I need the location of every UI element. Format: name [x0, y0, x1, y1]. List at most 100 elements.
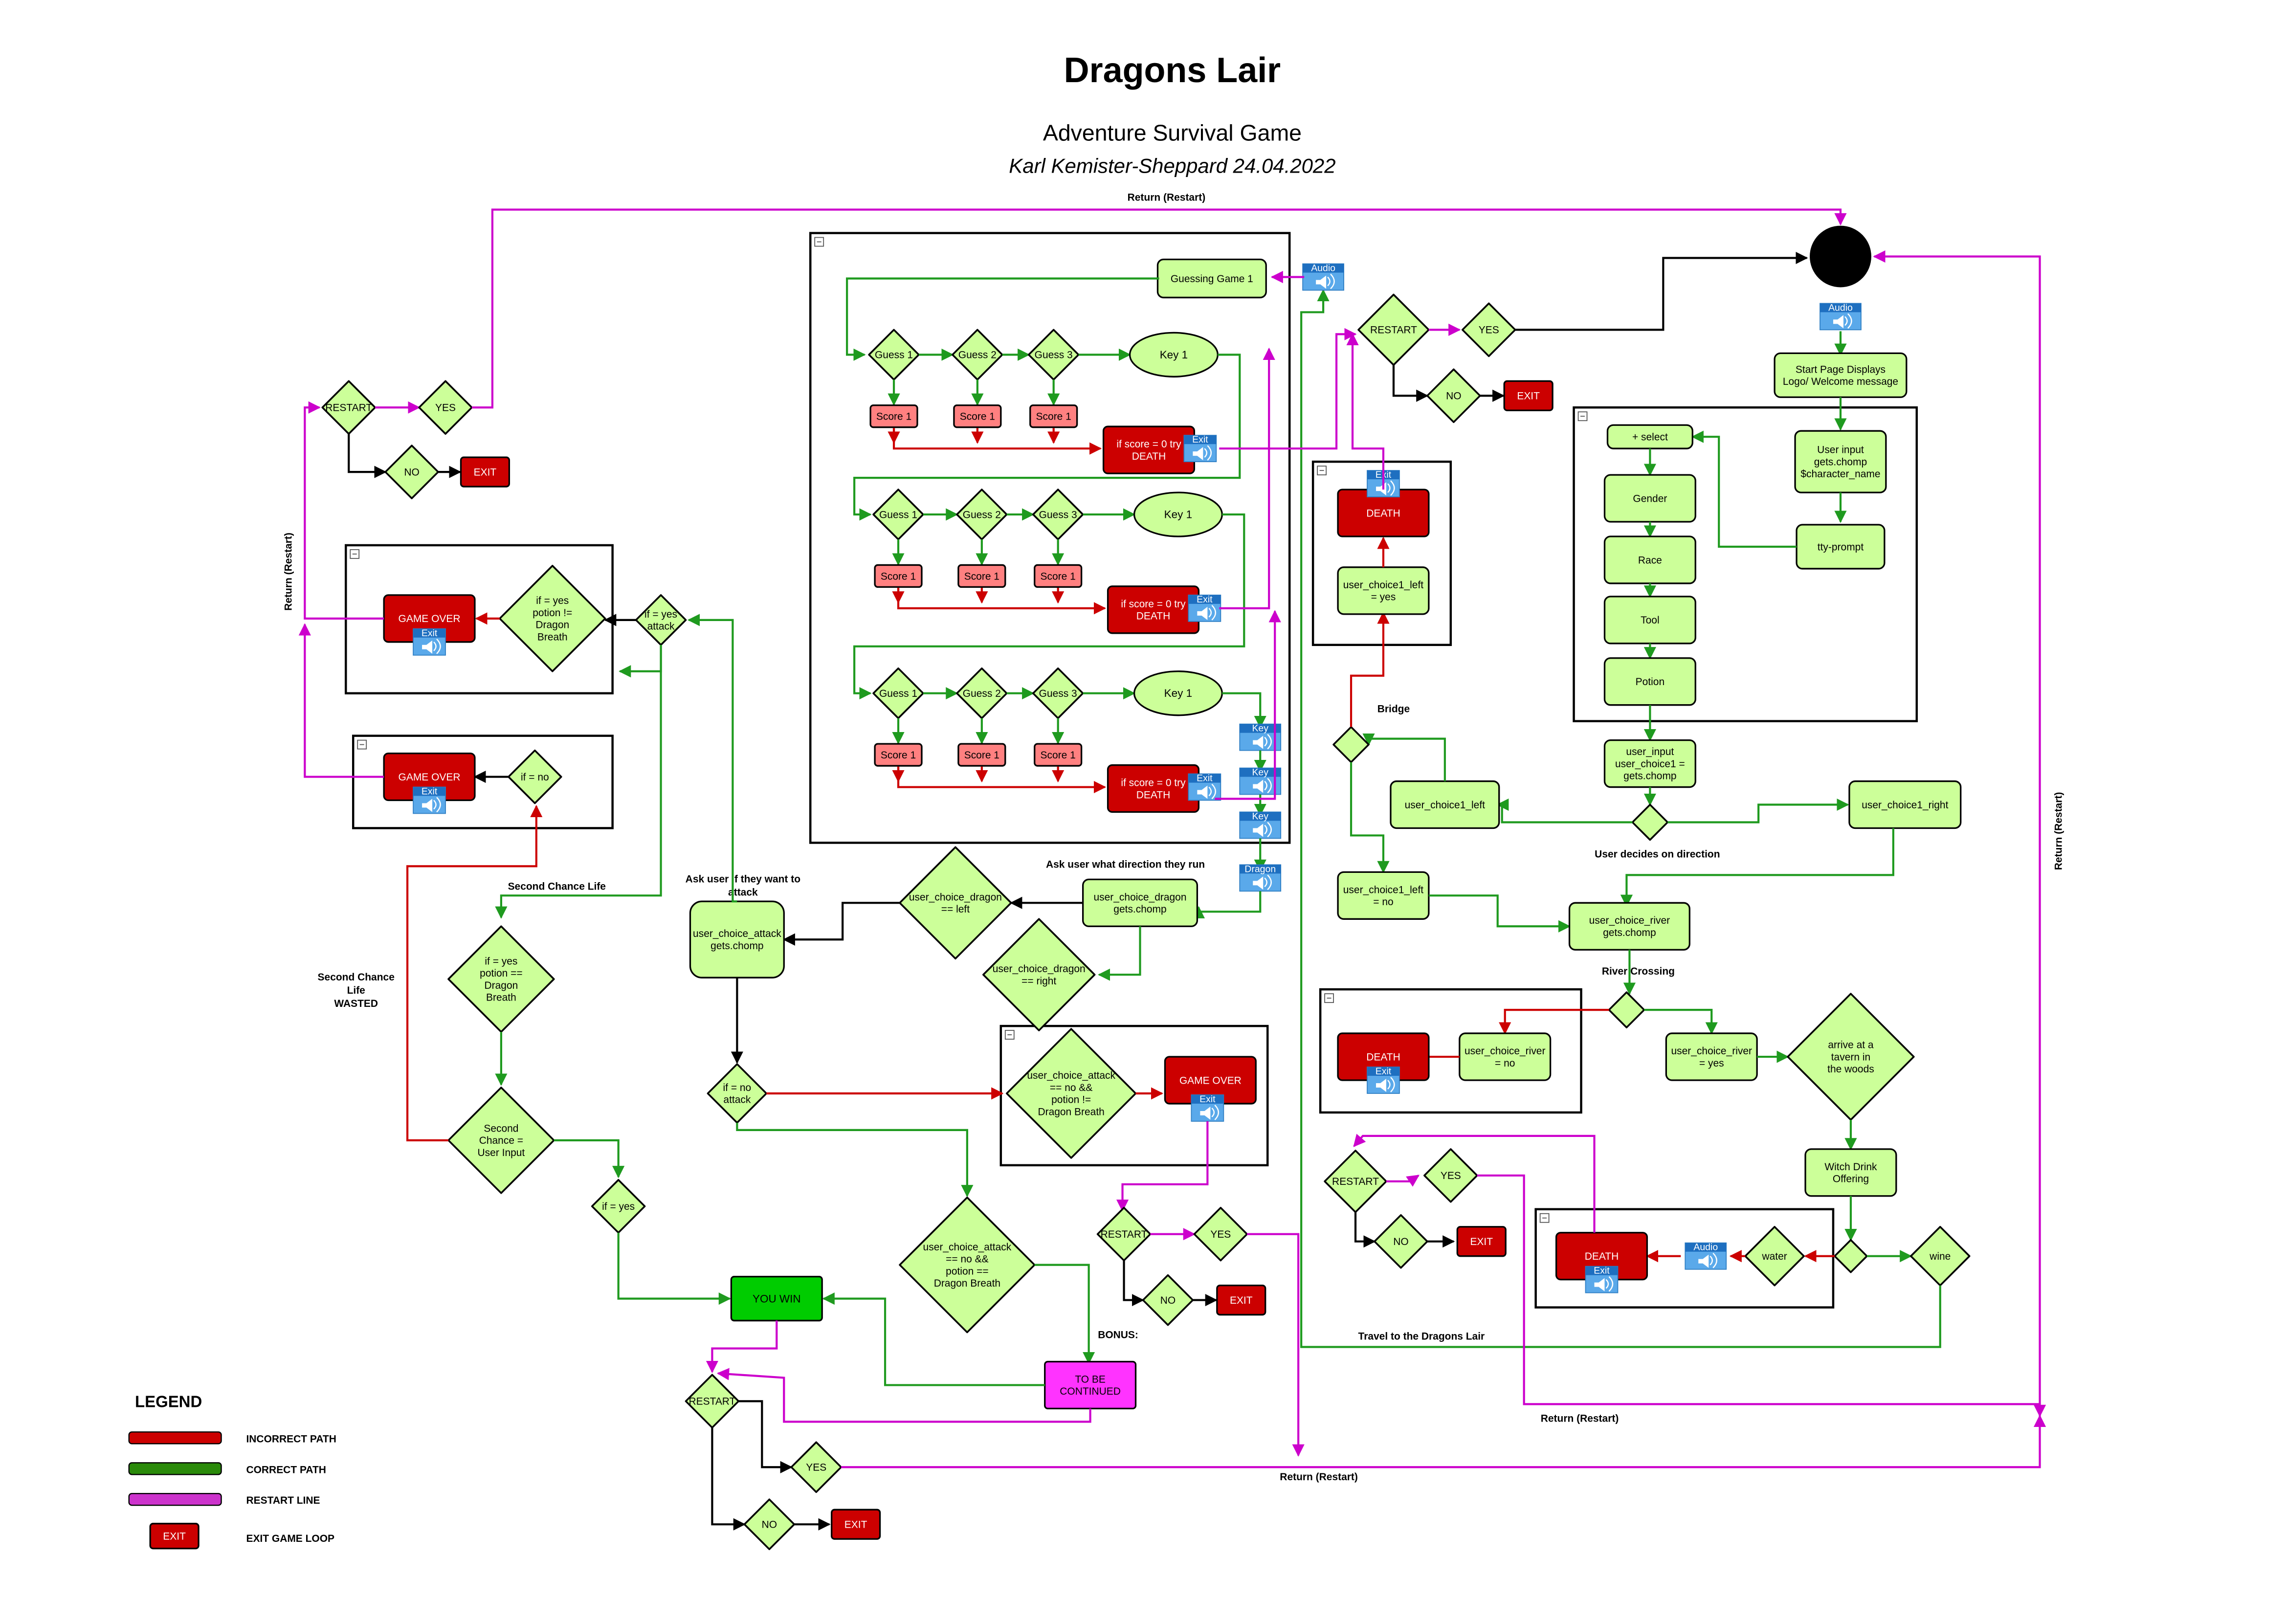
decision-node: Guess 3 — [1032, 667, 1084, 719]
node-text: DEATH — [1366, 508, 1400, 519]
node-text: Guess 1 — [879, 688, 917, 699]
process-node: user_choice_river= yes — [1665, 1032, 1758, 1081]
node-text: user_choice1_right — [1862, 800, 1948, 811]
exit-node: EXIT — [1456, 1226, 1507, 1257]
node-text: Start Page Displays — [1796, 364, 1886, 375]
node-text: attack — [647, 621, 675, 632]
node-text: Breath — [486, 992, 516, 1003]
node-text: potion == — [480, 968, 522, 979]
node-text: Guess 3 — [1039, 509, 1077, 520]
node-text: Chance = — [479, 1135, 523, 1146]
node-text: = no — [1495, 1058, 1515, 1069]
node-text: Score 1 — [1036, 411, 1071, 423]
flow-connector — [348, 434, 387, 478]
process-node: user_choice1_left= no — [1337, 871, 1430, 920]
decision-node: user_choice_attack== no &&potion !=Drago… — [1005, 1028, 1137, 1159]
flow-connector — [1873, 250, 2041, 1404]
node-text: Score 1 — [881, 750, 916, 761]
flow-connector — [304, 401, 384, 620]
node-text: Audio — [1828, 302, 1853, 313]
flow-connector — [892, 428, 1102, 455]
node-text: arrive at a — [1828, 1040, 1874, 1051]
exit-node: EXIT — [1503, 380, 1554, 411]
node-text: YES — [435, 402, 456, 414]
flow-connector — [1123, 1260, 1145, 1307]
speaker-icon: Exit — [1367, 1066, 1400, 1094]
diagram-subtitle: Adventure Survival Game — [1043, 120, 1302, 146]
speaker-icon: Exit — [1188, 773, 1221, 801]
death-node: GAME OVER — [383, 594, 476, 643]
process-node: user_choice1_left= yes — [1337, 566, 1430, 615]
flow-connector — [1496, 798, 1633, 823]
node-text: Guess 3 — [1035, 350, 1073, 361]
flow-connector — [1219, 347, 1275, 609]
node-text: gets.chomp — [1113, 904, 1166, 915]
flow-connector — [1215, 610, 1281, 800]
flow-connector — [782, 902, 900, 946]
process-node: tty-prompt — [1796, 524, 1886, 570]
process-node: Race — [1603, 535, 1696, 584]
speaker-icon: Exit — [1191, 1094, 1224, 1122]
node-text: DEATH — [1585, 1251, 1619, 1262]
label-text: Life — [347, 985, 365, 996]
node-text: Guessing Game 1 — [1171, 273, 1253, 285]
node-text: GAME OVER — [399, 772, 461, 783]
flow-connector — [706, 1320, 778, 1373]
node-text: Exit — [1376, 1066, 1392, 1077]
node-text: RESTART — [1332, 1176, 1379, 1187]
node-text: RESTART — [325, 402, 372, 414]
decision-node — [1631, 803, 1669, 841]
node-text: $character_name — [1800, 468, 1880, 480]
node-text: EXIT — [163, 1531, 186, 1542]
decision-node: NO — [384, 445, 439, 499]
node-text: Key 1 — [1164, 687, 1192, 699]
node-text: DEATH — [1366, 1051, 1400, 1063]
node-text: = yes — [1371, 592, 1396, 603]
decision-node: user_choice_dragon== right — [982, 918, 1096, 1031]
node-text: if = no — [521, 772, 549, 783]
process-node: user_choice1_left — [1390, 780, 1500, 829]
node-text: Exit — [422, 628, 438, 639]
group-container — [1311, 460, 1452, 646]
decision-node: Guess 1 — [868, 329, 920, 381]
node-text: == no && — [946, 1254, 988, 1265]
decision-node: NO — [1426, 368, 1481, 423]
key-node: Key 1 — [1133, 670, 1223, 716]
decision-node: YES — [1423, 1148, 1478, 1203]
flow-connector — [853, 354, 1241, 521]
speaker-icon: Exit — [1183, 434, 1217, 463]
node-text: tty-prompt — [1818, 541, 1864, 553]
node-text: NO — [1393, 1236, 1408, 1247]
process-node: + select — [1606, 424, 1693, 449]
group-container — [352, 734, 614, 829]
decision-node: Guess 1 — [872, 667, 924, 719]
node-text: Audio — [1311, 263, 1335, 273]
node-text: if = yes — [485, 956, 517, 967]
node-text: EXIT — [1230, 1295, 1253, 1306]
speaker-icon: Audio — [1685, 1242, 1727, 1270]
process-node: Guessing Game 1 — [1156, 258, 1267, 299]
node-text: user_choice_dragon — [993, 963, 1086, 975]
decision-node: RESTART — [1357, 293, 1430, 366]
label-text: Second Chance Life — [508, 881, 606, 892]
node-text: attack — [723, 1094, 751, 1106]
process-node: Score 1 — [957, 564, 1006, 588]
node-text: User input — [1817, 445, 1864, 456]
node-text: NO — [762, 1519, 777, 1531]
start-node — [1810, 225, 1871, 288]
label-text: User decides on direction — [1595, 848, 1720, 860]
node-text: user_choice_river — [1589, 915, 1670, 926]
flow-connector — [298, 623, 384, 778]
node-text: Score 1 — [1041, 750, 1076, 761]
node-text: user_choice_attack — [923, 1242, 1012, 1253]
decision-node: Guess 1 — [872, 489, 924, 540]
node-text: GAME OVER — [399, 613, 461, 624]
node-text: TO BE — [1075, 1374, 1106, 1385]
speaker-icon: Exit — [1585, 1266, 1619, 1293]
label-text: Travel to the Dragons Lair — [1358, 1331, 1485, 1342]
legend-label: RESTART LINE — [246, 1495, 320, 1506]
node-text: gets.chomp — [1603, 927, 1656, 938]
group-container — [1573, 406, 1918, 722]
